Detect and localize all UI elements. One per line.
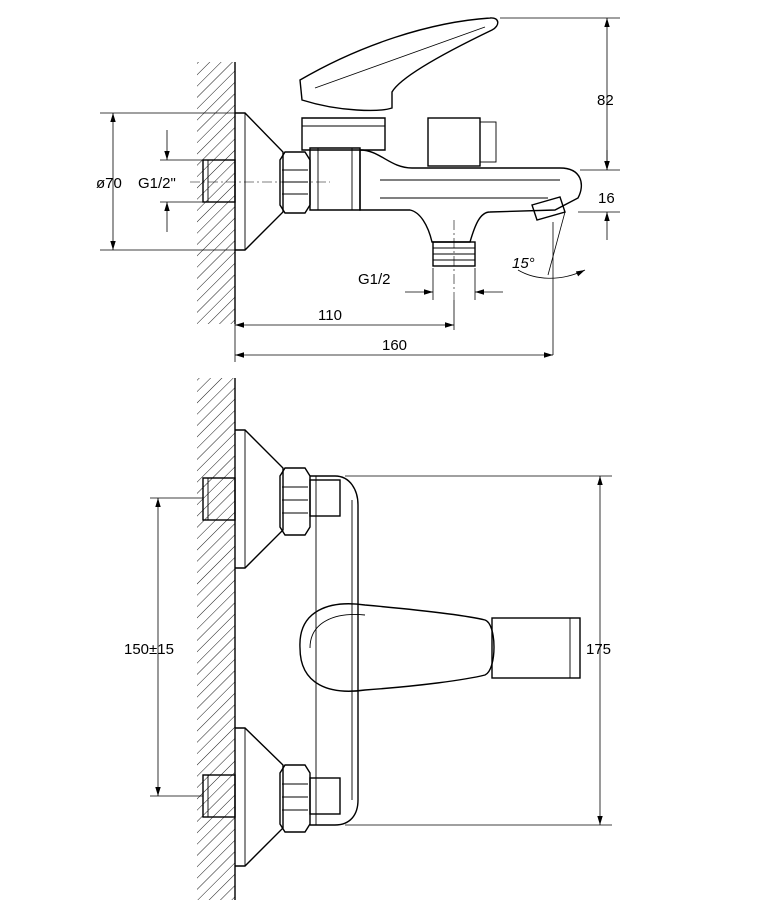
- inlet-pipe-side: [202, 159, 236, 203]
- lever-handle-front: [299, 603, 495, 692]
- lower-hex-nut: [279, 764, 311, 833]
- dim-16-label: 16: [598, 190, 615, 207]
- front-view: 150±15 175: [124, 378, 612, 900]
- upper-inlet-pipe: [202, 477, 236, 521]
- mixer-body-front: [310, 475, 359, 826]
- spout-side: [359, 149, 582, 243]
- dim-outlet-thread-label: G1/2: [358, 271, 391, 288]
- dim-160-label: 160: [382, 337, 407, 354]
- dim-inlet-thread-label: G1/2": [138, 175, 176, 192]
- mixer-body-side: [309, 147, 361, 211]
- dim-150-label: 150±15: [124, 641, 174, 658]
- lever-handle-side: [299, 17, 499, 112]
- dim-flange-diameter-label: ø70: [96, 175, 122, 192]
- wall-flange-side: [235, 112, 284, 251]
- side-view: 82 16 ø70 G1/2" G1/2 15° 110: [96, 17, 620, 362]
- dim-110-label: 110: [318, 307, 342, 324]
- wall-hatch-bottom: [197, 378, 235, 900]
- lower-flange: [235, 727, 284, 867]
- dim-82-label: 82: [597, 92, 614, 109]
- spout-front: [491, 617, 581, 679]
- cartridge-housing: [301, 117, 386, 151]
- hex-nut-side: [279, 151, 311, 214]
- aerator-side: [531, 196, 566, 221]
- upper-hex-nut: [279, 467, 311, 536]
- dim-angle-label: 15°: [512, 255, 535, 272]
- diverter-knob: [427, 117, 481, 167]
- upper-flange: [235, 429, 284, 569]
- dim-175-label: 175: [586, 641, 611, 658]
